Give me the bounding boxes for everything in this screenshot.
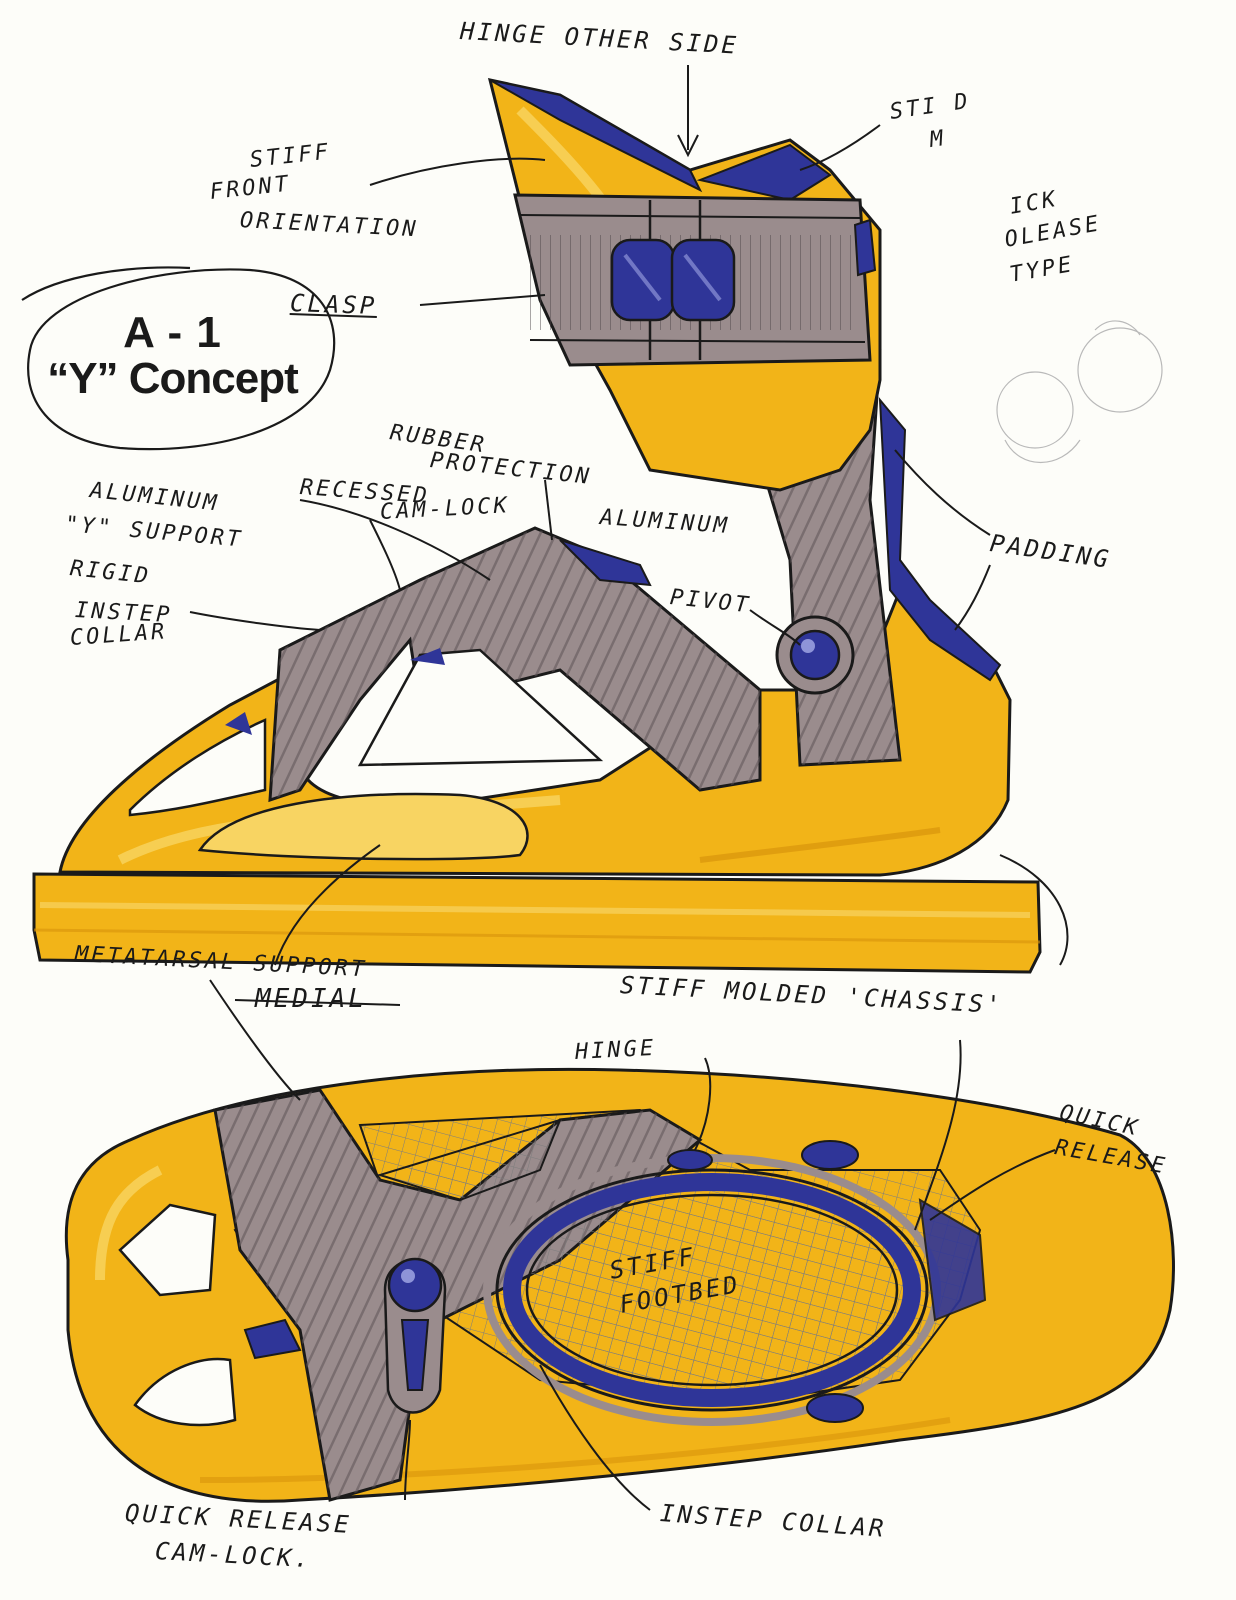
pencil-sketch [996,320,1163,463]
quick-release-button-lower [806,1393,864,1423]
label-clasp: CLASP [289,289,378,321]
clasp [610,238,736,322]
leader-lines [189,65,1069,1511]
label-medial: MEDIAL [255,984,367,1014]
hinge-knob [667,1149,713,1171]
title-badge: A - 1 “Y” Concept [10,272,335,450]
metatarsal-support-pad [197,792,529,861]
footbed-ring [483,1154,941,1426]
title-line-2: “Y” Concept [47,354,299,403]
padding [878,397,1002,682]
quick-release-cam-lock [383,1257,447,1414]
pivot [775,615,855,695]
label-top-right-2: M [928,125,948,153]
quick-release-button [801,1140,859,1170]
title-oval [21,266,336,451]
title-line-1: A - 1 [123,308,222,357]
side-view-binding [32,78,1163,974]
top-view-binding [64,1067,1175,1503]
label-hinge: HINGE [574,1035,657,1065]
